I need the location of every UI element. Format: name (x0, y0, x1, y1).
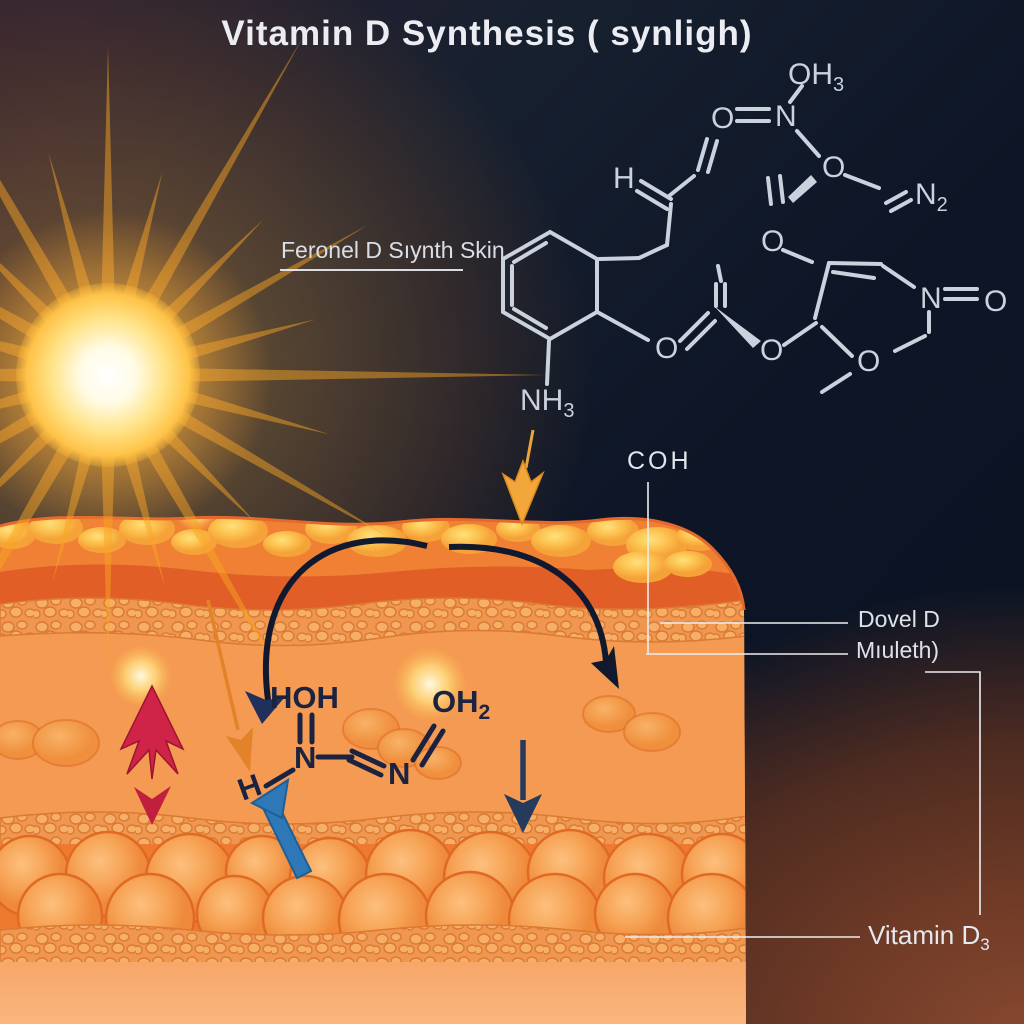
hypodermis-layer (0, 962, 746, 1024)
vitamin-d3-text: Vitamin D (868, 920, 981, 950)
skin-cross-section (0, 515, 746, 1024)
molecule-caption: Feronel D Sıynth Skin (281, 237, 505, 263)
page-title: Vitamin D Synthesis ( synligh) (221, 14, 753, 53)
glow-spot-left (99, 634, 183, 718)
miuleth-label: Mıuleth) (856, 637, 940, 663)
dermis-cells (0, 695, 681, 780)
dovel-label: Dovel D (858, 606, 940, 632)
caption-underline (280, 269, 463, 271)
vitamin-d3-label: Vitamin D3 (868, 920, 990, 955)
coh-label: COH (627, 447, 692, 475)
fat-cells-layer (0, 828, 746, 968)
vitamin-d3-subscript: 3 (980, 935, 990, 955)
